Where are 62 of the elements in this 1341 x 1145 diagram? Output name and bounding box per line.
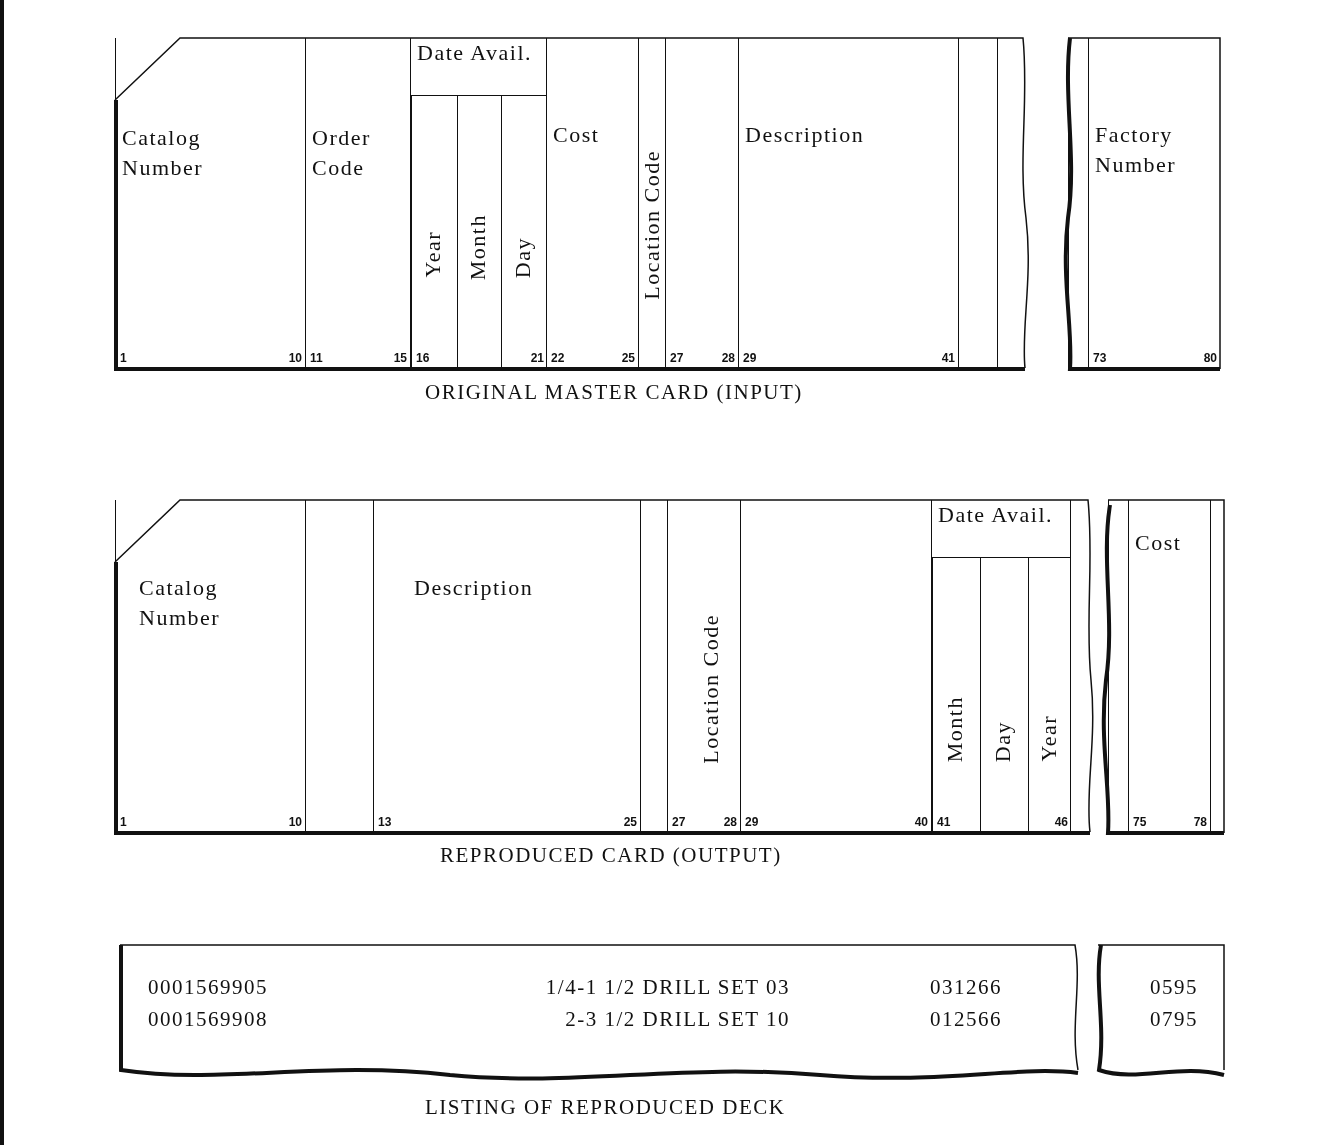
column-number: 46 [1054,815,1068,829]
card-field [373,500,640,832]
column-number: 15 [393,351,407,365]
column-number: 78 [1193,815,1207,829]
card-field [410,38,546,368]
card-field [665,38,738,368]
column-number: 25 [621,351,635,365]
field-label: Month [942,695,968,762]
field-label: Catalog Number [122,124,205,182]
field-label: Order Code [312,124,372,182]
column-number: 16 [416,351,430,365]
card-field [305,38,410,368]
column-number: 29 [745,815,759,829]
field-label: Cost [553,121,601,149]
column-number: 80 [1203,351,1217,365]
card-field [546,38,638,368]
column-number: 10 [288,351,302,365]
field-label: Day [510,236,536,278]
field-label: Catalog Number [139,574,222,632]
column-number: 27 [670,351,684,365]
card-field [931,500,1070,832]
field-label: Year [420,231,446,278]
card-field [667,500,740,832]
column-number: 22 [551,351,565,365]
column-number: 28 [723,815,737,829]
column-number: 40 [914,815,928,829]
card-field [740,500,931,832]
column-number: 13 [378,815,392,829]
field-label: Location Code [698,614,724,764]
column-number: 10 [288,815,302,829]
field-label: Month [465,213,491,280]
column-number: 41 [937,815,951,829]
column-number: 1 [120,815,127,829]
field-label: Description [745,121,866,149]
column-number: 41 [941,351,955,365]
field-label: Description [414,574,535,602]
field-label: Date Avail. [938,503,1055,527]
data-value: 0795 [1150,1007,1198,1031]
column-number: 29 [743,351,757,365]
column-number: 1 [120,351,127,365]
card-field [1028,557,1071,832]
column-number: 73 [1093,351,1107,365]
column-number: 25 [623,815,637,829]
field-label: Cost [1135,529,1183,557]
column-number: 28 [721,351,735,365]
card-field [1128,500,1210,832]
field-label: Factory Number [1095,121,1178,179]
column-number: 11 [310,351,323,365]
field-label: Date Avail. [417,41,534,65]
card-field [738,38,958,368]
card-caption: ORIGINAL MASTER CARD (INPUT) [425,380,803,405]
column-number: 75 [1133,815,1147,829]
card-field [1088,38,1220,368]
column-number: 21 [530,351,544,365]
field-label: Location Code [639,150,665,300]
card-caption: REPRODUCED CARD (OUTPUT) [440,843,782,868]
field-label: Day [990,720,1016,762]
field-label: Year [1036,715,1062,762]
card-field [501,95,547,368]
data-value: 0595 [1150,975,1198,999]
card-caption: LISTING OF REPRODUCED DECK [425,1095,786,1120]
column-number: 27 [672,815,686,829]
